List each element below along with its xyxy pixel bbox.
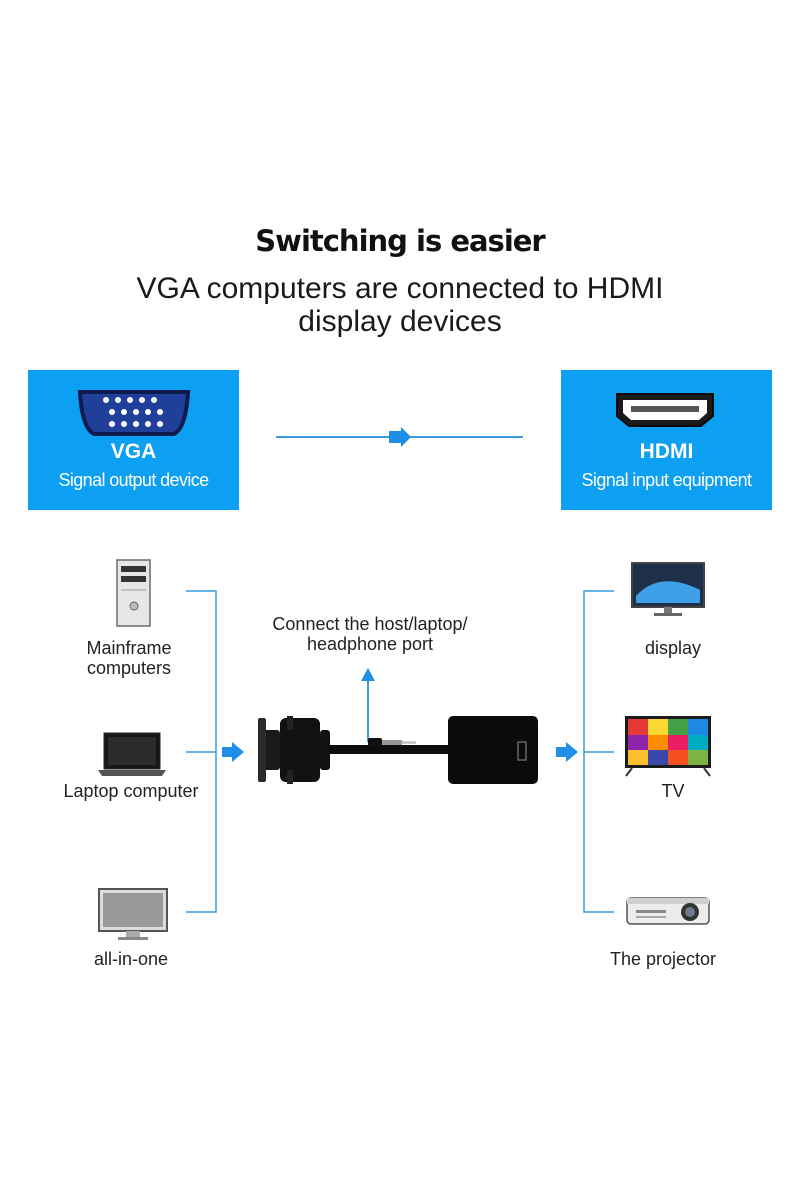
vga-to-hdmi-arrow xyxy=(276,427,523,447)
hdmi-target-card: HDMI Signal input equipment xyxy=(561,370,772,510)
output-bracket xyxy=(583,590,614,913)
output-label-projector: The projector xyxy=(609,949,717,969)
source-label-all-in-one: all-in-one xyxy=(93,949,169,969)
hdmi-port-icon xyxy=(616,393,714,427)
source-bracket xyxy=(186,590,217,913)
all-in-one-icon xyxy=(98,888,168,940)
audio-port-arrow xyxy=(361,668,375,742)
laptop-icon xyxy=(98,732,166,776)
source-label-mainframe-line-1: Mainframe xyxy=(86,638,172,658)
source-label-laptop: Laptop computer xyxy=(63,781,199,801)
vga-title: VGA xyxy=(110,440,157,463)
audio-port-label: Connect the host/laptop/ headphone port xyxy=(258,614,482,654)
adapter-cable-icon xyxy=(258,716,538,784)
output-label-tv: TV xyxy=(661,781,685,801)
vga-port-icon xyxy=(77,390,191,436)
vga-description: Signal output device xyxy=(58,470,209,490)
source-label-mainframe-line-2: computers xyxy=(86,658,172,678)
audio-port-label-line-2: headphone port xyxy=(306,634,434,654)
tower-pc-icon xyxy=(116,559,151,627)
hdmi-title: HDMI xyxy=(639,440,694,463)
source-arrow xyxy=(222,742,244,762)
subtitle-line-2: display devices xyxy=(298,305,502,338)
projector-icon xyxy=(626,897,710,925)
tv-icon xyxy=(625,716,711,777)
vga-source-card: VGA Signal output device xyxy=(28,370,239,510)
source-label-mainframe: Mainframe computers xyxy=(54,638,204,678)
page-subtitle: VGA computers are connected to HDMI disp… xyxy=(0,272,800,338)
subtitle-line-1: VGA computers are connected to HDMI xyxy=(136,272,664,305)
output-label-display: display xyxy=(644,638,702,658)
audio-port-label-line-1: Connect the host/laptop/ xyxy=(272,614,468,634)
monitor-icon xyxy=(631,562,705,616)
hdmi-description: Signal input equipment xyxy=(581,470,753,490)
page-title: Switching is easier xyxy=(255,224,545,258)
output-arrow xyxy=(556,742,578,762)
